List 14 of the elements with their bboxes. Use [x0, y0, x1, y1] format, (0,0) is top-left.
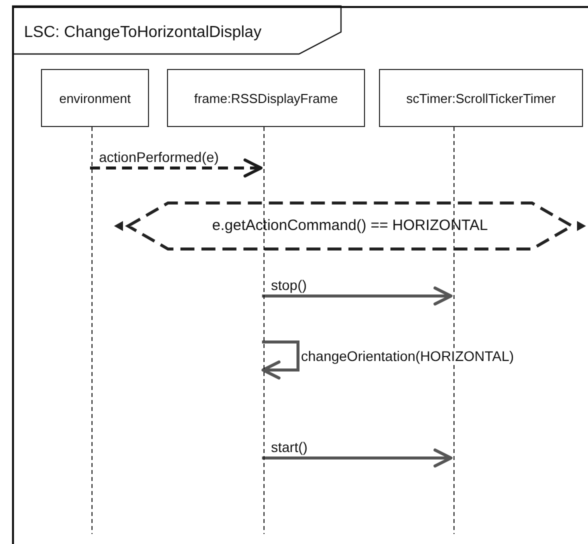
lifeline-head: frame:RSSDisplayFrame — [167, 69, 365, 127]
message-label: stop() — [270, 277, 308, 293]
message-arrow — [90, 158, 262, 178]
frame — [12, 6, 588, 544]
message-label: actionPerformed(e) — [98, 149, 220, 165]
message-arrow — [262, 340, 300, 380]
frame-title: LSC: ChangeToHorizontalDisplay — [24, 24, 262, 42]
lifeline-head: environment — [41, 69, 149, 127]
message-arrow — [262, 286, 452, 306]
message-label: start() — [270, 439, 309, 455]
message-arrow — [262, 448, 452, 468]
condition-text: e.getActionCommand() == HORIZONTAL — [211, 217, 489, 234]
message-label: changeOrientation(HORIZONTAL) — [300, 348, 515, 364]
lifeline-head: scTimer:ScrollTickerTimer — [379, 69, 583, 127]
